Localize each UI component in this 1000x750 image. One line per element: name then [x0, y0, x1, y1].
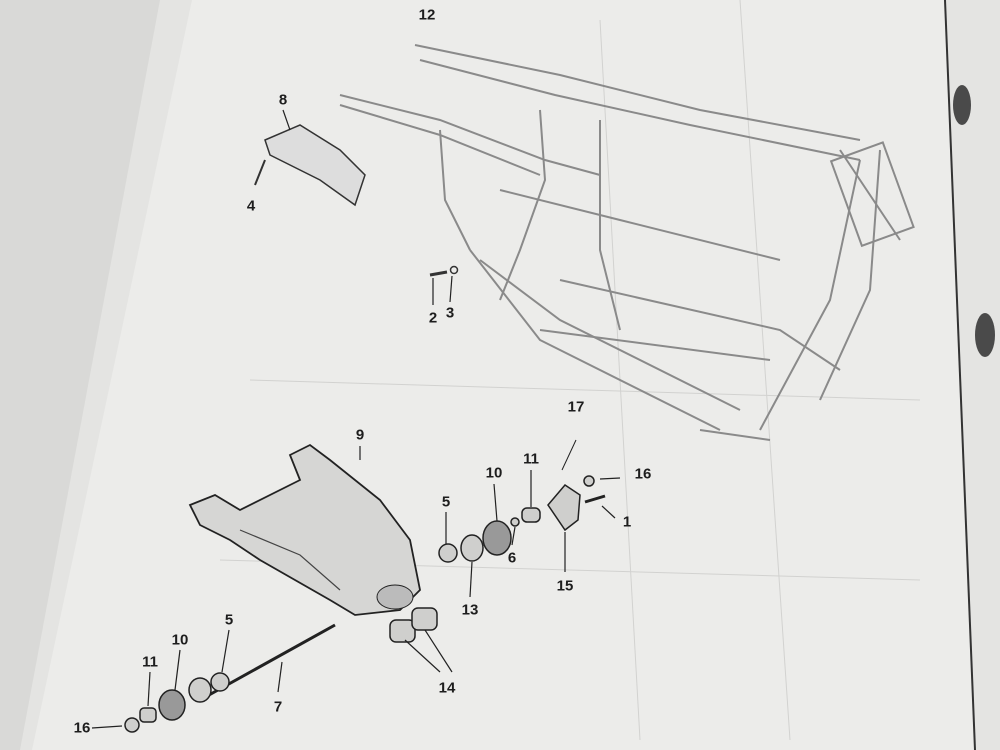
callout-10: 10: [485, 464, 503, 482]
callout-12: 12: [418, 6, 436, 24]
callout-14: 14: [438, 679, 456, 697]
callout-9: 9: [355, 426, 365, 444]
page-right-edge: [944, 0, 976, 750]
callout-17: 17: [567, 398, 585, 416]
callout-7: 7: [273, 698, 283, 716]
callout-3: 3: [445, 304, 455, 322]
part-2-bolt: [429, 270, 448, 277]
callout-16-left: 16: [73, 719, 91, 737]
callout-8: 8: [278, 91, 288, 109]
callout-2: 2: [428, 309, 438, 327]
pivot-parts-left: [124, 672, 230, 733]
callout-11-left: 11: [142, 653, 158, 671]
leader-lines: [91, 109, 621, 729]
callout-13: 13: [461, 601, 479, 619]
callout-11: 11: [523, 450, 539, 468]
callout-10-left: 10: [171, 631, 189, 649]
callout-6: 6: [507, 549, 517, 567]
part-14-bushings: [389, 607, 438, 643]
part-9-swingarm: [188, 443, 421, 616]
callout-5-left: 5: [224, 611, 234, 629]
part-3-washer: [449, 265, 459, 275]
callout-4: 4: [246, 197, 256, 215]
pivot-parts-right: [438, 439, 606, 563]
callout-1: 1: [622, 513, 632, 531]
callout-5: 5: [441, 493, 451, 511]
part-4-screw: [254, 159, 266, 186]
binder-holes: [953, 85, 995, 357]
callout-15: 15: [556, 577, 574, 595]
part-8-bracket: [264, 124, 366, 207]
motorcycle-frame: [339, 44, 915, 441]
callout-16: 16: [634, 465, 652, 483]
